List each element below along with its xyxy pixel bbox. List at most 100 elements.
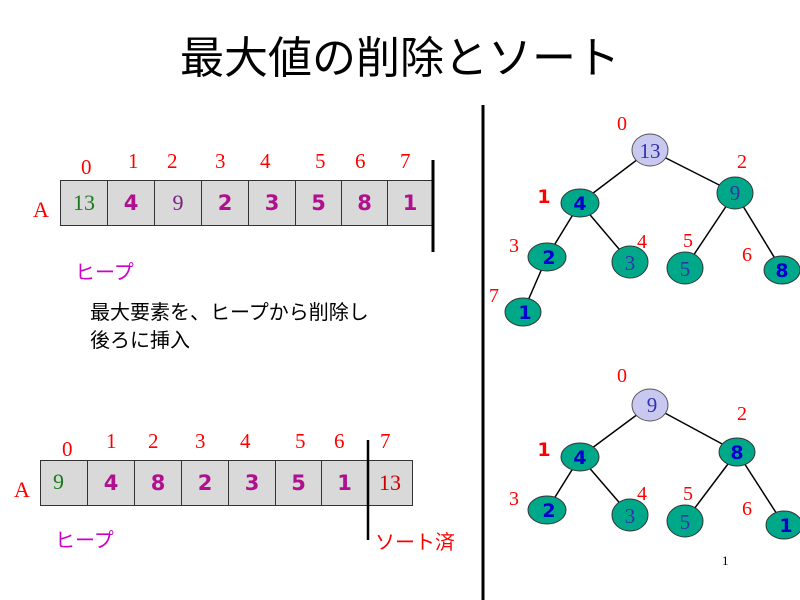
top-index-4: 4 — [260, 149, 271, 173]
bottom-cell-value-7: 13 — [379, 470, 401, 495]
bottom-node-3 — [527, 495, 567, 525]
bottom-index-7: 7 — [380, 429, 391, 453]
description-line-1: 最大要素を、ヒープから削除し — [90, 300, 369, 324]
top-index-6: 6 — [355, 149, 366, 173]
slide-title: 最大値の削除とソート — [180, 33, 620, 84]
bottom-cell-1: 4 — [87, 460, 135, 506]
top-index-3: 3 — [215, 149, 226, 173]
top-cell-value-7: 1 — [402, 191, 418, 215]
top-index-5: 5 — [315, 149, 326, 173]
bottom-cell-value-4: 3 — [244, 471, 260, 495]
top-node-index-5: 5 — [683, 230, 693, 252]
bottom-cell-value-5: 5 — [291, 471, 306, 495]
bottom-index-5: 5 — [295, 429, 306, 453]
bottom-heap-label: ヒープ — [55, 528, 114, 552]
bottom-cell-0: 9 — [40, 460, 88, 506]
top-node-value-7: 1 — [518, 302, 531, 324]
sorted-label: ソート済 — [375, 530, 455, 554]
top-cell-0: 13 — [60, 180, 108, 226]
top-index-7: 7 — [400, 149, 411, 173]
bottom-index-3: 3 — [195, 429, 206, 453]
top-tree: 13 0 4 1 9 2 2 3 3 4 5 5 8 6 1 7 — [489, 113, 800, 327]
top-index-2: 2 — [167, 149, 178, 173]
bottom-node-index-4: 4 — [637, 483, 647, 505]
bottom-node-0 — [631, 388, 669, 422]
bottom-node-index-2: 2 — [737, 403, 747, 425]
top-node-1 — [560, 188, 600, 218]
top-cell-6: 8 — [341, 180, 388, 226]
top-node-value-3: 2 — [542, 247, 555, 269]
bottom-cell-value-3: 2 — [197, 471, 213, 495]
bottom-node-index-6: 6 — [742, 498, 752, 520]
description: 最大要素を、ヒープから削除し 後ろに挿入 — [90, 298, 369, 354]
bottom-cell-5: 5 — [275, 460, 322, 506]
top-node-value-5: 5 — [680, 257, 691, 281]
bottom-node-index-3: 3 — [509, 488, 519, 510]
bottom-cell-value-6: 1 — [337, 471, 352, 495]
top-cell-value-3: 2 — [217, 191, 233, 215]
top-node-value-2: 9 — [730, 181, 741, 205]
top-node-3 — [527, 242, 567, 272]
top-array-name: A — [33, 197, 49, 222]
top-cell-value-1: 4 — [123, 191, 139, 215]
bottom-index-4: 4 — [240, 429, 251, 453]
bottom-cell-6: 1 — [321, 460, 368, 506]
bottom-node-index-1: 1 — [537, 439, 550, 461]
top-node-index-3: 3 — [509, 235, 519, 257]
top-index-1: 1 — [128, 149, 139, 173]
bottom-node-value-2: 8 — [730, 442, 743, 464]
top-index-0: 0 — [81, 155, 92, 179]
bottom-node-value-4: 3 — [625, 504, 636, 528]
bottom-cell-2: 8 — [134, 460, 182, 506]
top-cell-value-4: 3 — [264, 191, 280, 215]
bottom-index-0: 0 — [62, 437, 73, 461]
bottom-node-6 — [765, 510, 800, 540]
top-heap-label: ヒープ — [75, 260, 134, 284]
bottom-node-value-0: 9 — [647, 393, 658, 417]
top-cell-value-6: 8 — [357, 191, 372, 215]
top-node-value-1: 4 — [573, 193, 586, 215]
bottom-node-4 — [611, 498, 649, 532]
top-cell-value-5: 5 — [311, 191, 326, 215]
top-node-index-7: 7 — [489, 285, 499, 307]
page-number: 1 — [722, 553, 729, 568]
top-node-index-2: 2 — [737, 151, 747, 173]
top-node-value-6: 8 — [775, 260, 788, 282]
bottom-index-6: 6 — [334, 429, 345, 453]
top-node-6 — [763, 255, 800, 285]
bottom-node-value-3: 2 — [542, 500, 555, 522]
top-node-index-6: 6 — [742, 244, 752, 266]
top-node-value-0: 13 — [640, 139, 661, 163]
bottom-index-1: 1 — [106, 429, 117, 453]
bottom-node-value-1: 4 — [573, 447, 586, 469]
description-line-2: 後ろに挿入 — [90, 328, 190, 352]
top-node-value-4: 3 — [625, 251, 636, 275]
top-cell-7: 1 — [387, 180, 433, 226]
top-node-5 — [666, 251, 704, 285]
bottom-array-name: A — [14, 477, 30, 502]
top-node-index-1: 1 — [537, 186, 550, 208]
bottom-cell-7: 13 — [367, 460, 413, 506]
bottom-node-index-0: 0 — [617, 365, 627, 387]
bottom-cell-value-1: 4 — [103, 471, 119, 495]
top-cell-value-2: 9 — [172, 190, 184, 215]
top-node-index-0: 0 — [617, 113, 627, 135]
bottom-index-2: 2 — [148, 429, 159, 453]
top-node-2 — [716, 176, 754, 210]
top-cell-1: 4 — [107, 180, 155, 226]
bottom-node-5 — [666, 504, 704, 538]
bottom-tree: 9 0 4 1 8 2 2 3 3 4 5 5 1 6 — [509, 365, 800, 540]
top-node-7 — [504, 297, 542, 327]
bottom-node-value-5: 5 — [680, 510, 691, 534]
top-cell-5: 5 — [295, 180, 342, 226]
bottom-node-1 — [560, 442, 600, 472]
bottom-node-2 — [718, 437, 756, 467]
top-node-0 — [631, 133, 669, 167]
bottom-node-value-6: 1 — [779, 515, 792, 537]
top-tree-edges — [522, 149, 783, 313]
bottom-cell-value-2: 8 — [150, 471, 166, 495]
bottom-cell-value-0: 9 — [53, 469, 64, 494]
top-cell-value-0: 13 — [73, 190, 95, 215]
top-cell-3: 2 — [201, 180, 249, 226]
